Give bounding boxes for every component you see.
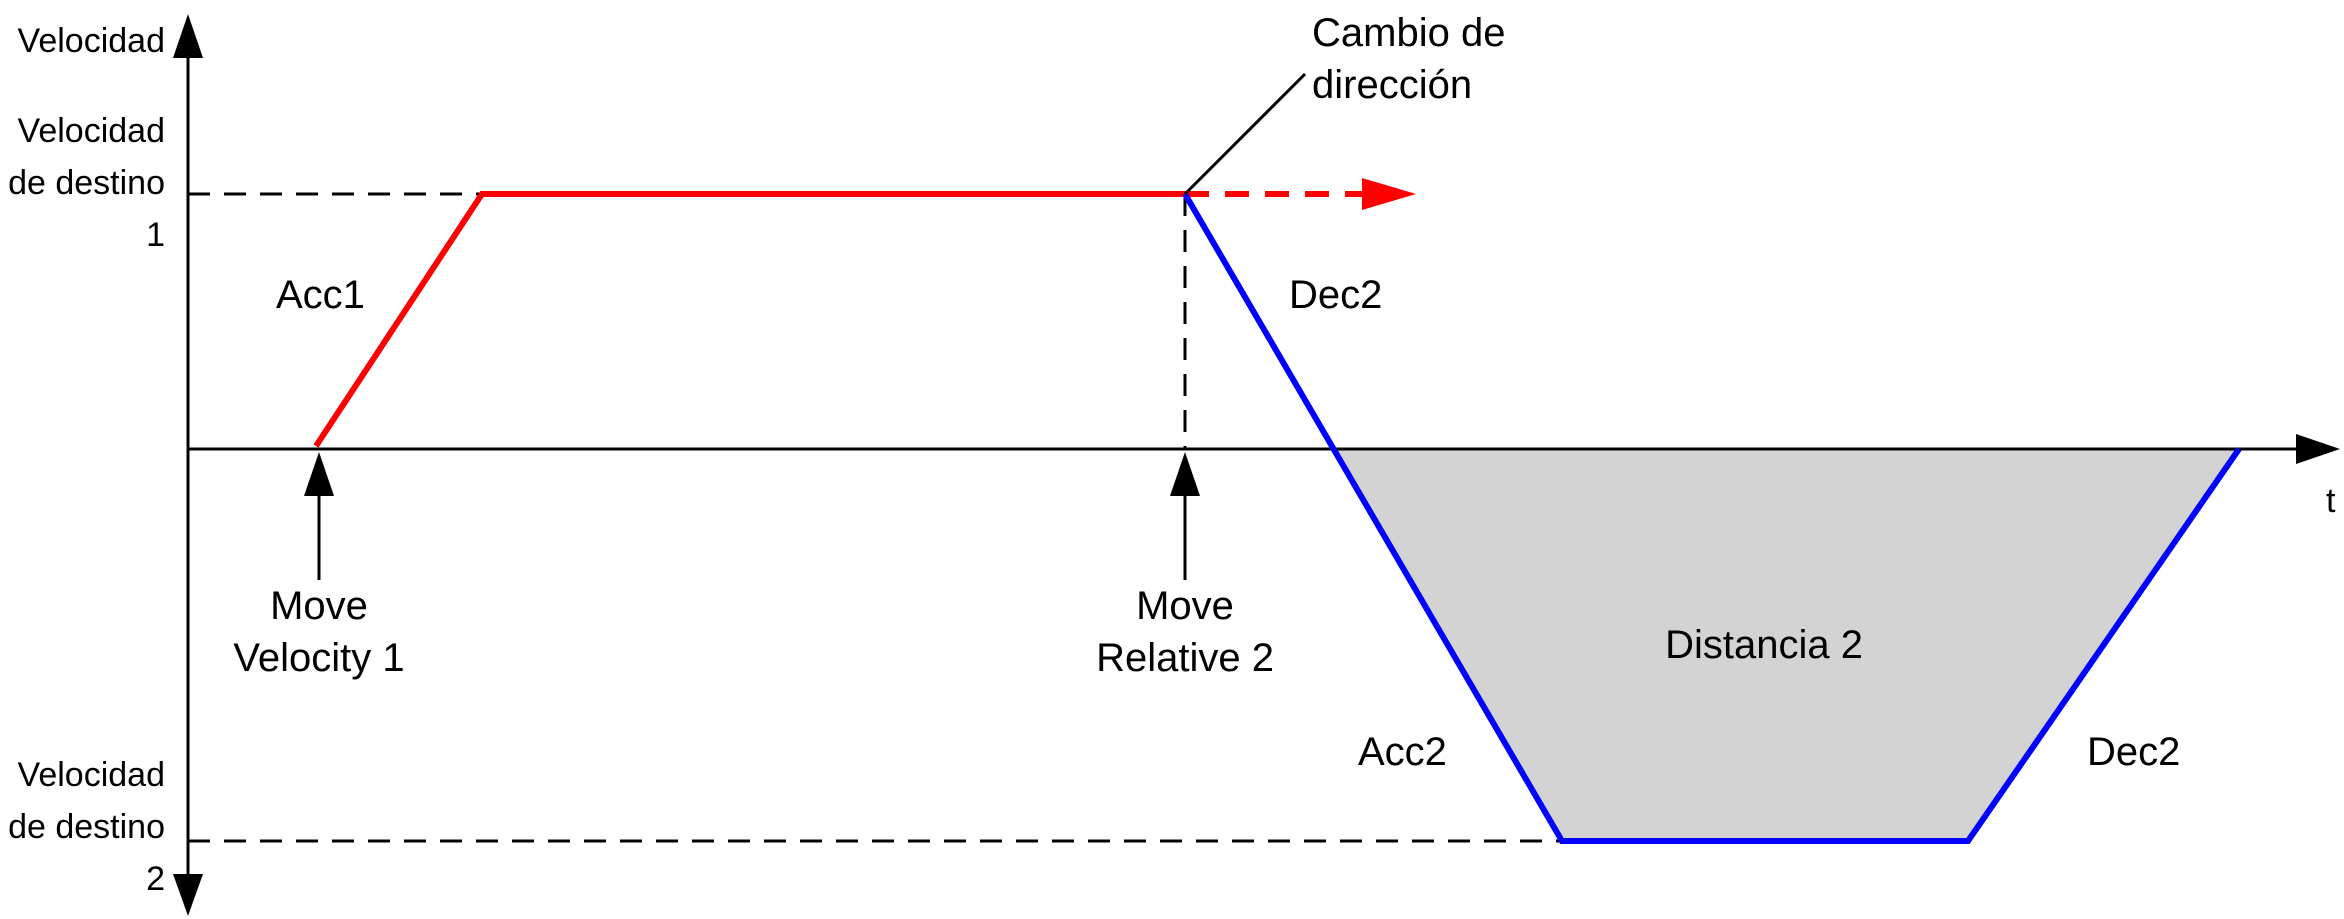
move-relative-profile xyxy=(1182,192,2242,844)
target-velocity-2-line-1: Velocidad xyxy=(18,756,165,794)
move-relative-event-label: Move Relative 2 xyxy=(1096,584,1274,680)
direction-change-line-1: Cambio de xyxy=(1312,11,1505,55)
direction-change-line-2: dirección xyxy=(1312,63,1472,107)
target-velocity-2-label: Velocidad de destino 2 xyxy=(8,756,165,898)
move-velocity-event-label: Move Velocity 1 xyxy=(233,584,404,680)
distance-label: Distancia 2 xyxy=(1665,623,1863,667)
target-velocity-1-line-3: 1 xyxy=(146,216,165,254)
axes xyxy=(173,14,2340,916)
move-velocity-event-arrowhead xyxy=(304,452,334,496)
distance-area xyxy=(1333,449,2239,841)
continued-velocity-arrowhead xyxy=(1362,178,1416,210)
y-axis-arrow-down xyxy=(173,874,203,916)
dec2-first-label: Dec2 xyxy=(1289,273,1382,317)
x-axis-label: t xyxy=(2326,482,2336,520)
direction-change-leader xyxy=(1183,72,1307,196)
target-velocity-1-label: Velocidad de destino 1 xyxy=(8,112,165,254)
target-velocity-2-line-2: de destino xyxy=(8,808,165,846)
y-axis-arrow-up xyxy=(173,14,203,58)
y-axis-label: Velocidad xyxy=(18,22,165,60)
acc2-label: Acc2 xyxy=(1358,730,1447,774)
move-relative-line-1: Move xyxy=(1136,584,1234,628)
target-velocity-2-line-3: 2 xyxy=(146,860,165,898)
move-velocity-profile xyxy=(313,191,1185,448)
move-velocity-line-2: Velocity 1 xyxy=(233,636,404,680)
dec2-second-label: Dec2 xyxy=(2087,730,2180,774)
acc1-label: Acc1 xyxy=(276,273,365,317)
move-relative-event-arrowhead xyxy=(1170,452,1200,496)
target-velocity-1-line-2: de destino xyxy=(8,164,165,202)
x-axis-arrow xyxy=(2296,434,2340,464)
target-velocity-1-line-1: Velocidad xyxy=(18,112,165,150)
direction-change-label: Cambio de dirección xyxy=(1312,11,1505,107)
move-velocity-line-1: Move xyxy=(270,584,368,628)
move-relative-line-2: Relative 2 xyxy=(1096,636,1274,680)
